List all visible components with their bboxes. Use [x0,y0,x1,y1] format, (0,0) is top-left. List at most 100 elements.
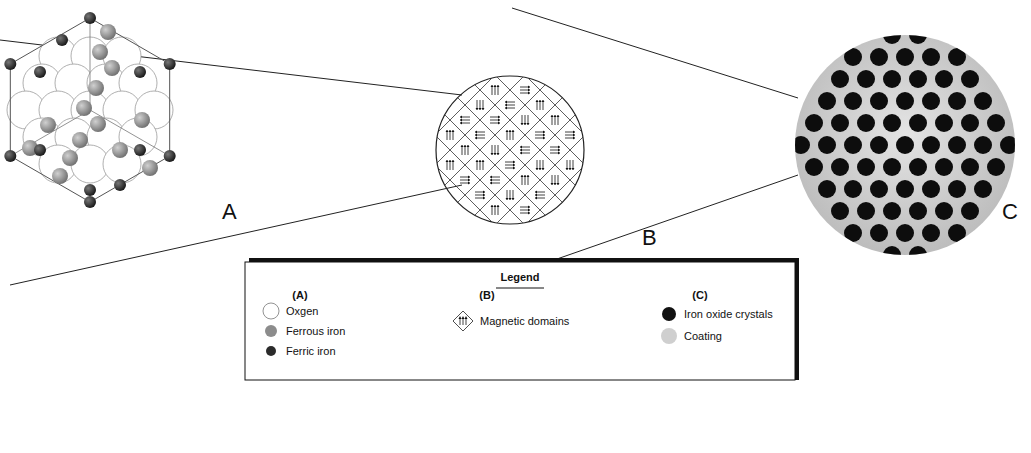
ferric-iron [164,150,176,162]
iron-oxide-crystal [896,180,914,198]
iron-oxide-crystal [883,114,901,132]
ferrous-iron [62,150,78,166]
iron-oxide-crystal [935,202,953,220]
legend-item: Iron oxide crystals [660,305,773,323]
iron-oxide-crystal [844,224,862,242]
magnetic-domains [150,30,870,270]
zoom-lines [0,8,798,290]
iron-oxide-crystal [818,180,836,198]
iron-oxide-crystal [831,202,849,220]
iron-oxide-crystal [935,158,953,176]
crystal-lattice [4,12,175,208]
legend-frame [245,258,799,380]
ferric-iron [4,150,16,162]
iron-oxide-crystal [948,224,966,242]
legend-swatch [660,305,678,323]
legend-text: Coating [684,330,722,342]
iron-oxide-crystal [792,136,810,154]
ferrous-iron [142,160,158,176]
legend-swatch [262,342,280,360]
ferric-iron [134,66,146,78]
iron-oxide-crystal [883,26,901,44]
ferrous-iron [72,132,88,148]
iron-oxide-crystal [857,158,875,176]
iron-oxide-crystal [909,26,927,44]
ferric-iron [84,196,96,208]
iron-oxide-crystal [870,180,888,198]
iron-oxide-crystal [818,92,836,110]
ferric-iron [134,144,146,156]
iron-oxide-crystal [922,180,940,198]
ferric-iron [34,66,46,78]
iron-oxide-crystal [896,48,914,66]
cell-edge [10,110,90,156]
cell-edge [90,18,91,110]
legend-text: Ferrous iron [286,325,345,337]
ferrous-iron [104,60,120,76]
ferric-iron [114,179,126,191]
iron-oxide-crystal [909,158,927,176]
legend-item: Ferrous iron [262,322,345,340]
oxygen-atom [135,91,173,129]
legend-text: Ferric iron [286,345,336,357]
iron-oxide-crystal [909,202,927,220]
iron-oxide-crystal [909,70,927,88]
iron-oxide-crystal [922,136,940,154]
legend-text: Oxgen [286,305,318,317]
iron-oxide-crystal [857,70,875,88]
part-letter: A [222,200,237,224]
coating [795,35,1015,255]
coated-particle [792,26,1018,264]
iron-oxide-crystal [948,180,966,198]
iron-oxide-crystal [883,246,901,264]
iron-oxide-crystal [844,180,862,198]
ferrous-iron [76,100,92,116]
ferrous-iron [92,44,108,60]
legend-text: Magnetic domains [480,315,569,327]
legend-title: Legend [500,271,539,283]
iron-oxide-crystal [805,158,823,176]
legend-swatch [452,310,474,332]
iron-oxide-crystal [961,70,979,88]
iron-oxide-crystal [844,92,862,110]
column-header: (B) [479,289,494,301]
ferric-iron [84,12,96,24]
ferric-iron [84,184,96,196]
iron-oxide-crystal [896,92,914,110]
iron-oxide-crystal [1000,136,1018,154]
iron-oxide-crystal [896,224,914,242]
iron-oxide-crystal [922,224,940,242]
iron-oxide-crystal [844,136,862,154]
legend-swatch [262,322,280,340]
legend-item: Magnetic domains [452,310,569,332]
legend-item: Coating [660,327,722,345]
unit-cell [10,18,169,202]
iron-oxide-crystal [831,158,849,176]
iron-oxide-crystal [870,92,888,110]
iron-oxide-crystal [987,114,1005,132]
ferrous-iron [88,80,104,96]
iron-oxide-crystal [922,92,940,110]
ferric-iron [56,34,68,46]
ferrous-iron [90,116,106,132]
iron-oxide-crystal [961,114,979,132]
ferrous-iron [112,142,128,158]
ferrous-iron [52,168,68,184]
legend-swatch [660,327,678,345]
iron-oxide-crystal [909,246,927,264]
iron-oxide-crystal [857,202,875,220]
iron-oxide-crystal [961,158,979,176]
iron-oxide-crystal [831,70,849,88]
ferric-iron [34,144,46,156]
part-letter: C [1002,200,1018,224]
iron-oxide-crystal [961,202,979,220]
iron-oxide-crystal [805,114,823,132]
iron-oxide-crystal [935,70,953,88]
ferrous-iron [40,117,56,133]
iron-oxide-crystal [948,48,966,66]
iron-oxide-crystal [870,224,888,242]
column-header: (A) [292,289,307,301]
iron-oxide-crystal [948,92,966,110]
ferrous-iron [134,112,150,128]
